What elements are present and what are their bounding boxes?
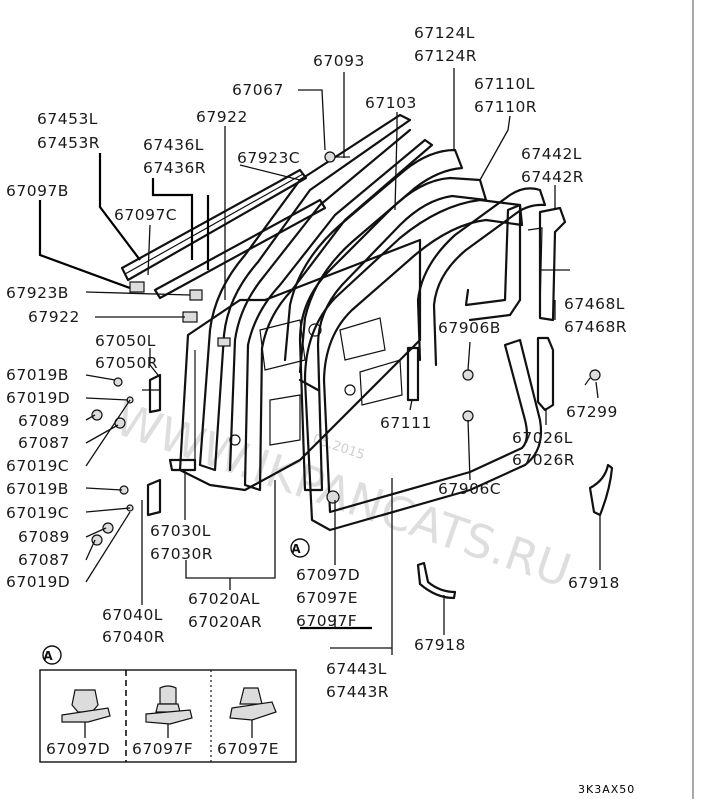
label-67026L: 67026L [512, 429, 573, 447]
label-67103: 67103 [365, 94, 417, 112]
label-67442L: 67442L [521, 145, 582, 163]
label-inset-67097D: 67097D [46, 740, 110, 758]
glass-run-67468 [527, 206, 567, 322]
label-67050L: 67050L [95, 332, 156, 350]
clip-67097D-icon [61, 689, 111, 738]
label-67087-1: 67087 [18, 434, 70, 452]
label-67923B: 67923B [6, 284, 69, 302]
door-seal-67443 [303, 198, 543, 532]
label-67442R: 67442R [521, 168, 584, 186]
label-67097D: 67097D [296, 566, 360, 584]
label-67026R: 67026R [512, 451, 575, 469]
label-67097C: 67097C [114, 206, 177, 224]
weatherstrip-67124 [283, 148, 464, 392]
label-67110L: 67110L [474, 75, 535, 93]
outer-belt-moulding-67453 [120, 168, 308, 282]
label-67922-mid: 67922 [28, 308, 80, 326]
label-67030L: 67030L [150, 522, 211, 540]
bracket-67111 [406, 346, 420, 402]
label-67097B: 67097B [6, 182, 69, 200]
label-67906B: 67906B [438, 319, 501, 337]
inner-belt-moulding-67436 [153, 198, 327, 300]
seal-67918-right [588, 463, 614, 517]
label-inset-67097E: 67097E [217, 740, 279, 758]
label-67020AR: 67020AR [188, 613, 262, 631]
label-67020AL: 67020AL [188, 590, 260, 608]
label-67030R: 67030R [150, 545, 213, 563]
label-67040R: 67040R [102, 628, 165, 646]
center-pillar-trim-67026 [536, 336, 555, 412]
label-67906C: 67906C [438, 480, 501, 498]
label-67918-bottom: 67918 [414, 636, 466, 654]
label-67067: 67067 [232, 81, 284, 99]
door-check-67030 [168, 458, 197, 472]
label-67089-1: 67089 [18, 412, 70, 430]
figure-code: 3K3AX50 [578, 783, 635, 796]
label-67468L: 67468L [564, 295, 625, 313]
label-67299: 67299 [566, 403, 618, 421]
detail-a-marker-main [290, 538, 310, 558]
label-67019B-2: 67019B [6, 480, 69, 498]
detail-a-letter-inset: A [43, 649, 53, 663]
label-67922-top: 67922 [196, 108, 248, 126]
label-67050R: 67050R [95, 354, 158, 372]
part-labels: 67124L 67124R 67093 67110L 67110R 67067 … [6, 24, 635, 796]
detail-inset-a [39, 669, 297, 763]
label-67089-2: 67089 [18, 528, 70, 546]
label-67124R: 67124R [414, 47, 477, 65]
label-67124L: 67124L [414, 24, 475, 42]
label-67019D-1: 67019D [6, 389, 70, 407]
label-67019C-1: 67019C [6, 457, 69, 475]
label-67097E: 67097E [296, 589, 358, 607]
label-inset-67097F: 67097F [132, 740, 193, 758]
seal-67918-bottom [416, 561, 457, 600]
label-67040L: 67040L [102, 606, 163, 624]
label-67019B-1: 67019B [6, 366, 69, 384]
door-inner-panel [178, 238, 422, 492]
label-67087-2: 67087 [18, 551, 70, 569]
door-hinge-lower-67040 [146, 478, 162, 517]
weatherstrip-67442 [416, 187, 547, 367]
label-67453L: 67453L [37, 110, 98, 128]
label-67110R: 67110R [474, 98, 537, 116]
label-67111: 67111 [380, 414, 432, 432]
label-67436L: 67436L [143, 136, 204, 154]
clip-67097E-icon [229, 687, 277, 738]
label-67443L: 67443L [326, 660, 387, 678]
label-67453R: 67453R [37, 134, 100, 152]
leader-lines [38, 68, 601, 655]
label-67468R: 67468R [564, 318, 627, 336]
label-67019D-2: 67019D [6, 573, 70, 591]
label-67019C-2: 67019C [6, 504, 69, 522]
door-sash-frame [198, 113, 434, 492]
label-67923C: 67923C [237, 149, 300, 167]
label-67097F: 67097F [296, 612, 357, 630]
label-67436R: 67436R [143, 159, 206, 177]
detail-a-marker-inset [42, 645, 62, 665]
clip-67097F-icon [145, 685, 193, 738]
door-hinge-upper-67050 [142, 373, 162, 414]
label-67093: 67093 [313, 52, 365, 70]
label-67443R: 67443R [326, 683, 389, 701]
label-67918-right: 67918 [568, 574, 620, 592]
detail-a-letter-main: A [291, 542, 301, 556]
